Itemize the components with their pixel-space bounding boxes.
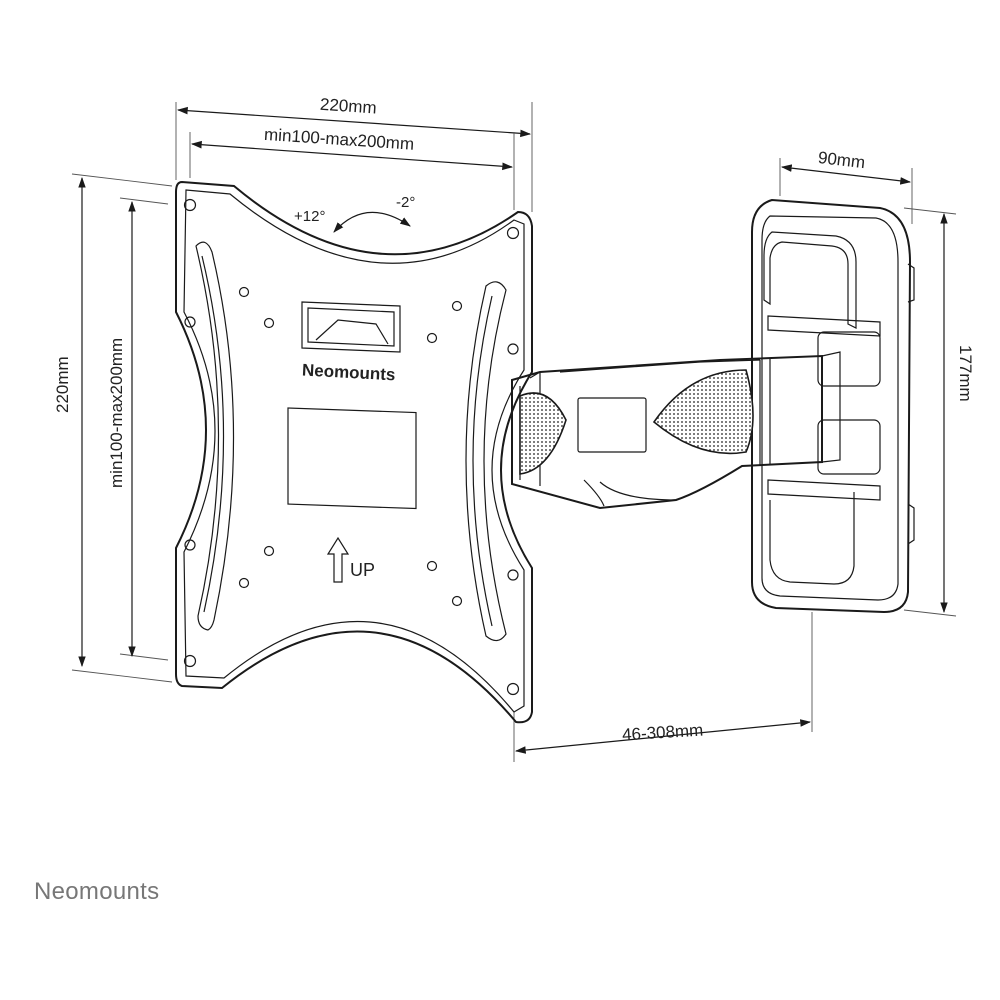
dimension-wall-depth: [779, 158, 913, 224]
tv-plate: [175, 180, 533, 724]
dimension-extension-label: 46-308mm: [622, 720, 704, 744]
dimension-left-height: [71, 173, 173, 683]
dimension-top-vesa: [189, 132, 515, 210]
swing-arm: [511, 351, 841, 510]
wall-plate: [751, 198, 915, 614]
plate-up-label: UP: [350, 560, 375, 580]
mounting-holes: [183, 198, 520, 696]
dimension-wall-height: [903, 207, 957, 617]
tilt-down-label: -2°: [396, 194, 415, 211]
grip-panel-left: [519, 392, 567, 475]
dimension-left-vesa: [119, 197, 169, 661]
grip-panel-right: [652, 369, 754, 455]
tilt-indicator: [333, 211, 411, 233]
dimension-wall-depth-label: 90mm: [817, 148, 866, 172]
brand-watermark: Neomounts: [34, 878, 160, 905]
dimension-left-height-label: 220mm: [53, 356, 72, 413]
dimension-top-width-label: 220mm: [319, 95, 377, 118]
tilt-up-label: +12°: [294, 208, 325, 225]
dimension-left-vesa-label: min100-max200mm: [107, 338, 126, 488]
dimension-top-vesa-label: min100-max200mm: [264, 125, 415, 154]
dimension-top-width: [175, 102, 533, 212]
up-arrow-icon: [326, 536, 350, 583]
plate-brand-label: Neomounts: [302, 361, 396, 385]
dimension-wall-height-label: 177mm: [956, 345, 975, 402]
